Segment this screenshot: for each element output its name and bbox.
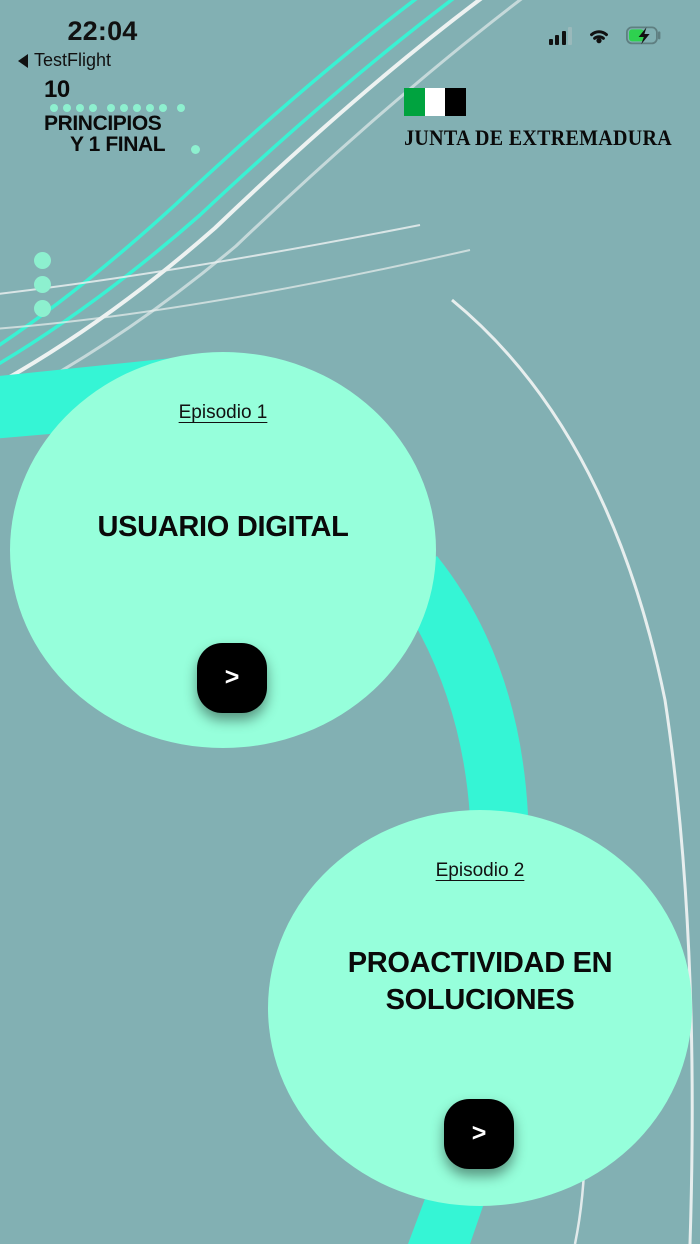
- progress-dot: [34, 276, 51, 293]
- episode-1-title: USUARIO DIGITAL: [97, 511, 349, 543]
- brand-dots-decoration: [50, 104, 185, 112]
- back-to-testflight-link[interactable]: TestFlight: [18, 50, 111, 71]
- back-link-label: TestFlight: [34, 50, 112, 70]
- battery-charging-icon: [626, 26, 661, 45]
- back-caret-icon: [18, 53, 28, 68]
- status-time: 22:04: [67, 16, 138, 46]
- signal-bars-icon: [548, 26, 572, 45]
- brand-number: 10: [44, 76, 70, 103]
- episode-2-title: PROACTIVIDAD EN SOLUCIONES: [347, 947, 613, 1016]
- brand-line-2-text: Y 1 FINAL: [70, 133, 166, 156]
- progress-dots: [34, 252, 51, 317]
- brand-end-dot-icon: [191, 145, 200, 154]
- episode-card-1[interactable]: Episodio 1 USUARIO DIGITAL >: [10, 352, 436, 748]
- episode-2-label: Episodio 2: [435, 860, 525, 881]
- junta-extremadura-logo: JUNTA DE EXTREMADURA: [404, 88, 672, 151]
- chevron-right-icon: >: [224, 662, 240, 691]
- brand-logo: 10 PRINCIPIOS Y 1 FINAL: [44, 76, 200, 156]
- episode-1-label: Episodio 1: [178, 402, 268, 423]
- episode-card-2[interactable]: Episodio 2 PROACTIVIDAD EN SOLUCIONES >: [268, 810, 692, 1206]
- progress-dot: [34, 300, 51, 317]
- progress-dot: [34, 252, 51, 269]
- institution-name: JUNTA DE EXTREMADURA: [404, 126, 672, 151]
- extremadura-flag-icon: [404, 88, 467, 116]
- episode-2-go-button[interactable]: >: [444, 1099, 514, 1169]
- wifi-icon: [590, 30, 608, 44]
- chevron-right-icon: >: [471, 1118, 487, 1147]
- episode-1-go-button[interactable]: >: [197, 643, 267, 713]
- status-indicators: [548, 26, 663, 45]
- brand-line-1: PRINCIPIOS: [44, 112, 162, 135]
- brand-line-2: Y 1 FINAL: [70, 133, 200, 156]
